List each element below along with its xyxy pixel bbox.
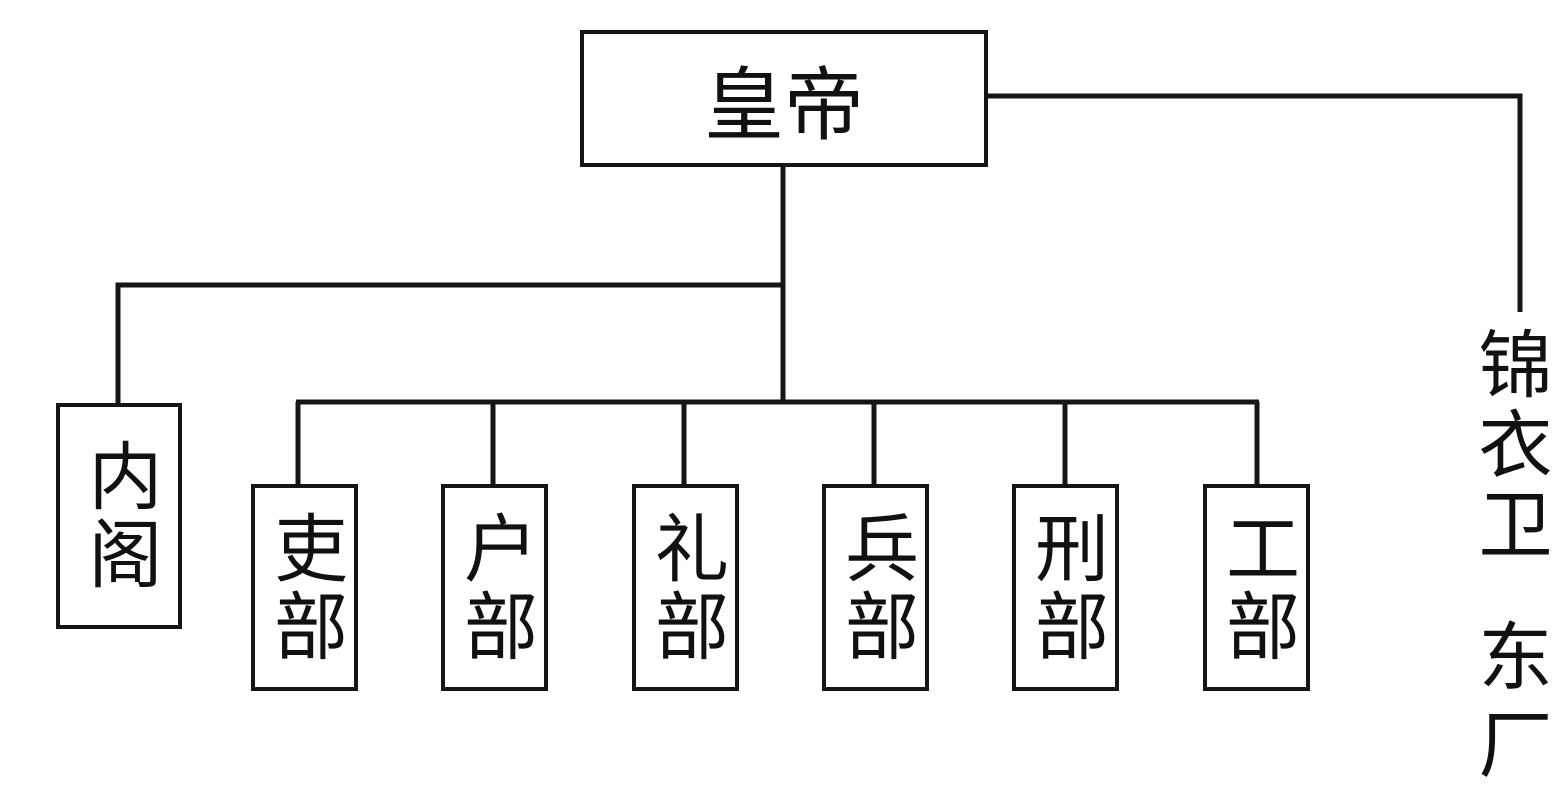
ministry-node: 兵部 (822, 484, 929, 691)
cabinet-label: 内阁 (76, 438, 162, 594)
ministry-label: 礼部 (642, 509, 729, 666)
connector-cabinet (115, 282, 783, 404)
ministry-node: 刑部 (1012, 484, 1119, 691)
jinyiwei-label: 锦衣卫 (1466, 326, 1552, 566)
dongchang-label: 东厂 (1466, 618, 1552, 794)
ministry-label: 户部 (451, 509, 538, 666)
ministry-node: 户部 (441, 484, 548, 691)
ministry-node: 吏部 (251, 484, 358, 691)
ministry-label: 工部 (1213, 509, 1300, 666)
cabinet-node: 内阁 (56, 403, 182, 629)
emperor-label: 皇帝 (704, 58, 864, 152)
ministry-label: 吏部 (261, 509, 348, 666)
ministry-label: 兵部 (832, 509, 919, 666)
connector-side-agencies (987, 93, 1523, 312)
ministry-node: 礼部 (632, 484, 739, 691)
emperor-node: 皇帝 (580, 30, 988, 167)
ministry-node: 工部 (1203, 484, 1310, 691)
ministry-label: 刑部 (1022, 509, 1109, 666)
